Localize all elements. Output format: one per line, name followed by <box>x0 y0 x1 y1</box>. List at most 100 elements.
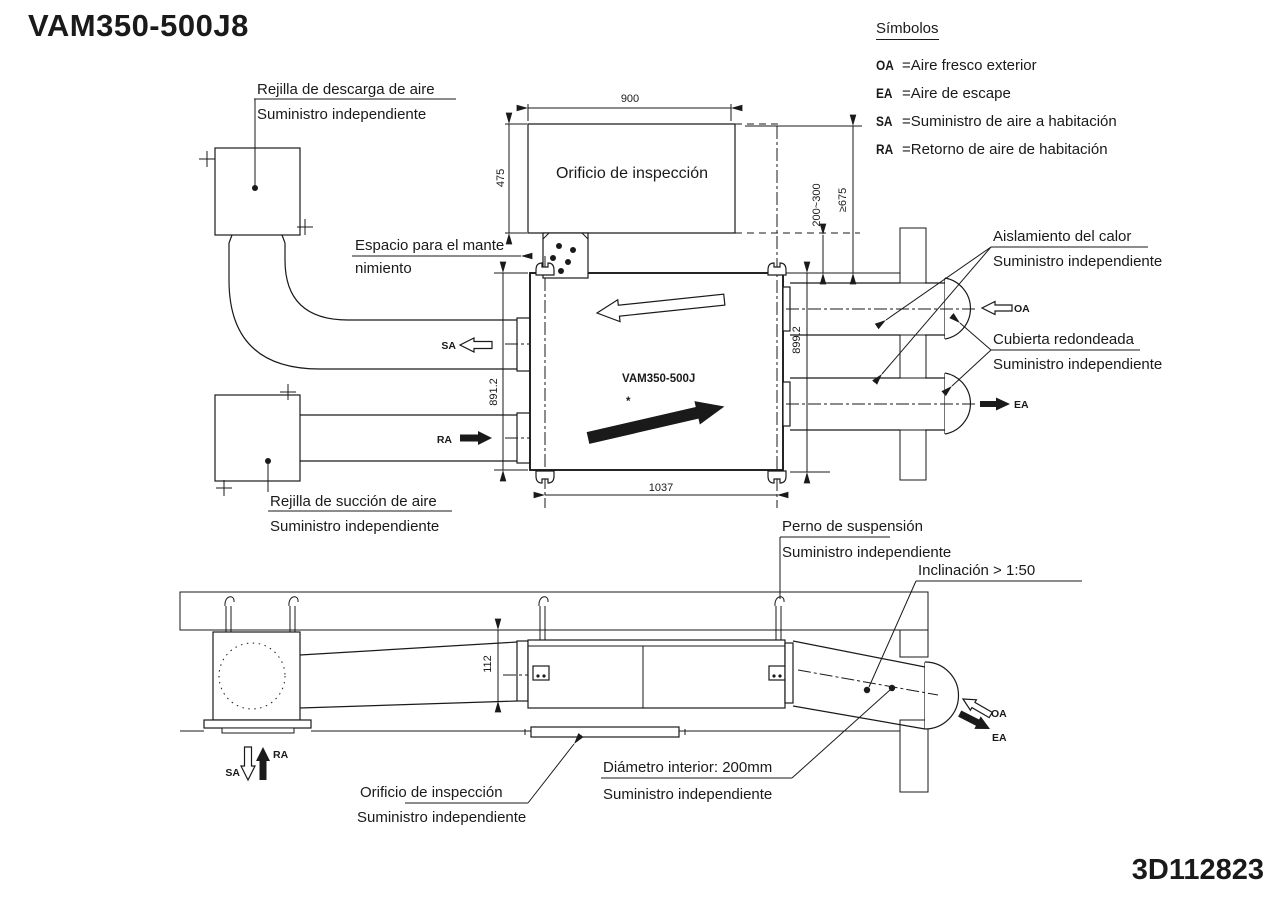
ea-duct <box>782 372 975 435</box>
legend-item-sa: SA=Suministro de aire a habitación <box>876 113 1117 130</box>
ea-label: EA <box>1014 399 1029 411</box>
hanger-bracket-icon <box>532 665 550 681</box>
oa-duct <box>782 277 975 340</box>
diameter-label: Diámetro interior: 200mm <box>603 759 772 776</box>
discharge-grille-box <box>214 147 301 236</box>
dim-1037-value: 1037 <box>649 482 673 494</box>
ea-arrow-icon <box>980 397 1010 411</box>
slope-callout: Inclinación > 1:50 <box>868 562 1082 688</box>
suspension-bolt-callout: Perno de suspensión Suministro independi… <box>779 518 951 599</box>
inspection-sublabel: Suministro independiente <box>357 809 526 826</box>
unit-asterisk: * <box>626 396 631 408</box>
tapered-duct <box>299 640 537 709</box>
sloped-duct <box>784 640 960 730</box>
unit-left-collar <box>516 640 529 702</box>
round-cover-sublabel: Suministro independiente <box>993 356 1162 373</box>
suction-grille-sublabel: Suministro independiente <box>270 518 439 535</box>
leader-line <box>527 732 584 804</box>
diffuser-circle <box>218 642 286 710</box>
suspension-bolt-sublabel: Suministro independiente <box>782 544 951 561</box>
suspension-bolt-label: Perno de suspensión <box>782 518 923 535</box>
oa-flow-marker: OA <box>980 300 1030 316</box>
legend-item-ea: EA =Aire de escape <box>876 85 1117 102</box>
maintenance-label: Espacio para el mante <box>355 237 504 254</box>
hanger-bracket-icon <box>768 665 786 681</box>
dim-899: 899.2 <box>790 261 830 484</box>
ceiling-line <box>180 726 900 738</box>
legend-def-ea: =Aire de escape <box>902 85 1011 102</box>
sa-flow-marker: SA <box>441 337 493 353</box>
sa-label: SA <box>225 767 240 779</box>
suction-grille-assembly: Rejilla de succión de aire Suministro in… <box>214 384 541 535</box>
dim-891: 891.2 <box>488 261 528 482</box>
legend-heading: Símbolos <box>876 20 939 40</box>
ea-flow-marker-section: EA <box>958 710 1007 744</box>
drawing-number: 3D112823 <box>1131 854 1264 886</box>
ra-label: RA <box>273 749 289 761</box>
slope-label: Inclinación > 1:50 <box>918 562 1035 579</box>
round-cover-label: Cubierta redondeada <box>993 331 1135 348</box>
legend-item-oa: OA =Aire fresco exterior <box>876 57 1117 74</box>
leader-line <box>874 246 992 330</box>
oa-arrow-icon <box>980 300 1013 316</box>
unit-right-collar <box>784 642 794 704</box>
leader-line <box>949 313 992 351</box>
ra-up-arrow-icon <box>256 747 270 780</box>
wall-upper <box>899 629 929 658</box>
wall-segment <box>899 227 927 284</box>
oa-arrow-icon <box>961 698 994 719</box>
dim-gap: 200~300 ≥675 <box>745 114 862 285</box>
sa-elbow-duct <box>228 234 541 372</box>
legend-def-sa: =Suministro de aire a habitación <box>902 113 1117 130</box>
maintenance-space-callout: Espacio para el mante nimiento <box>352 237 533 277</box>
inspection-opening-label: Orificio de inspección <box>556 165 708 182</box>
legend-item-ra: RA=Retorno de aire de habitación <box>876 141 1117 158</box>
dim-gap-value: 200~300 <box>811 183 823 226</box>
corner-cross-icon <box>199 151 215 167</box>
symbols-legend: Símbolos OA =Aire fresco exterior EA =Aire… <box>876 20 1117 158</box>
hanger-bracket-icon <box>535 262 555 276</box>
exhaust-flow-arrow-icon <box>586 401 725 444</box>
leader-line <box>791 689 891 779</box>
ceiling-slab <box>179 591 929 631</box>
sa-down-arrow-icon <box>240 746 256 782</box>
dim-112-value: 112 <box>482 655 494 673</box>
inspection-label: Orificio de inspección <box>360 784 503 801</box>
leader-line <box>941 349 992 397</box>
oa-label: OA <box>991 708 1007 720</box>
leader-dot <box>863 686 871 694</box>
dim-475: 475 <box>495 112 527 245</box>
wall-lower <box>899 719 929 793</box>
wall-plan <box>899 227 927 481</box>
model-title: VAM350-500J8 <box>28 8 249 43</box>
inspection-callout-section: Orificio de inspección Suministro indepe… <box>357 732 584 826</box>
elbow-outer-wall <box>228 243 517 370</box>
ra-flow-marker: RA <box>437 431 492 446</box>
ra-up-flow-marker: RA <box>256 747 289 780</box>
hanger-bracket-icon <box>767 262 787 276</box>
inspection-opening: Orificio de inspección <box>527 123 860 234</box>
sa-down-flow-marker: SA <box>225 746 256 782</box>
duct-collar <box>228 234 286 244</box>
legend-symbol-oa: OA <box>876 58 894 73</box>
round-cover-callout: Cubierta redondeada Suministro independi… <box>941 313 1162 397</box>
ea-arrow-icon <box>958 710 990 729</box>
section-view: 112 <box>179 518 1082 826</box>
leader-dot <box>252 185 258 191</box>
dim-clearance-value: ≥675 <box>837 188 849 212</box>
insulation-label: Aislamiento del calor <box>993 228 1131 245</box>
dim-1037: 1037 <box>533 482 789 499</box>
cassette-flange <box>203 719 312 729</box>
corner-cross-icon <box>216 480 232 496</box>
hanger-bracket-icon <box>767 470 787 484</box>
inspection-opening-outline <box>527 123 736 234</box>
diameter-sublabel: Suministro independiente <box>603 786 772 803</box>
legend-def-oa: =Aire fresco exterior <box>902 57 1037 74</box>
ea-label: EA <box>992 732 1007 744</box>
corner-cross-icon <box>280 384 296 400</box>
ra-label: RA <box>437 434 453 446</box>
leader-line <box>868 580 917 688</box>
suction-grille-box <box>214 394 301 482</box>
legend-symbol-ea: EA <box>876 86 893 101</box>
ra-arrow-icon <box>460 431 492 445</box>
